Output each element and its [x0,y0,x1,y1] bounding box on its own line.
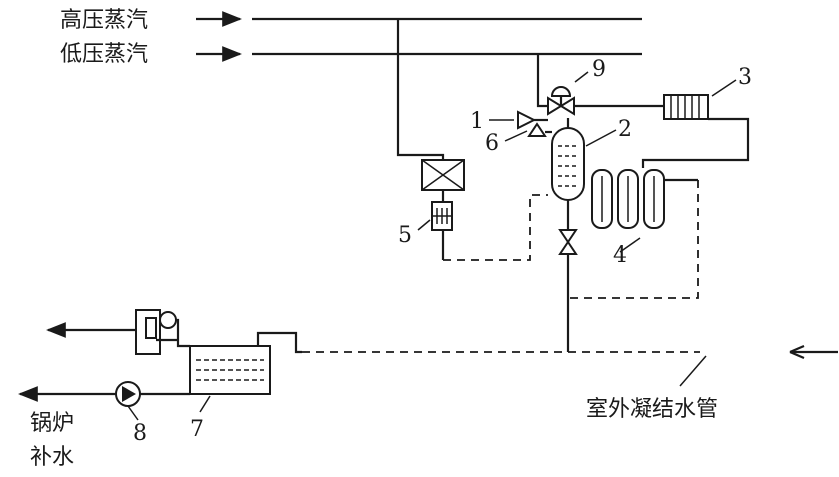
valve-1: 1 [470,109,548,134]
dashed-condensate-radiators [568,180,699,299]
outdoor-condensate-main: 室外凝结水管 [302,344,838,422]
steam-trap-5: 5 [398,201,453,260]
label-8: 8 [133,421,147,446]
heat-exchanger-3: 3 [641,65,752,168]
safety-valve-6: 6 [485,122,552,156]
label-6: 6 [485,131,499,156]
high-pressure-steam-header: 高压蒸汽 [60,8,642,33]
label-7: 7 [190,417,204,442]
boiler-makeup-label-line2: 补水 [30,445,74,470]
flash-tank-2: 2 [551,117,632,230]
hp-branch-pipe [396,19,445,160]
unit-heater [421,159,465,202]
dashed-condensate-trap5 [443,194,548,261]
label-9: 9 [592,57,606,82]
makeup-pump-unit [46,309,190,355]
label-2: 2 [618,117,632,142]
label-1: 1 [470,109,484,134]
lp-steam-label: 低压蒸汽 [60,42,148,67]
boiler-makeup-label-line1: 锅炉 [30,411,74,436]
boiler-makeup-pump-8: 8 锅炉 补水 [18,381,190,470]
pressure-reducing-valve-9: 9 [547,57,606,116]
stop-valve [558,229,578,352]
label-3: 3 [738,65,752,90]
condensate-tank-7: 7 [189,345,271,442]
outdoor-condensate-label: 室外凝结水管 [586,397,718,422]
pipe-main-to-tank [256,331,302,354]
label-4: 4 [613,243,627,268]
lp-branch-pipe [536,54,548,108]
radiators-4: 4 [591,169,698,268]
low-pressure-steam-header: 低压蒸汽 [60,42,642,67]
label-5: 5 [398,223,412,248]
hp-steam-label: 高压蒸汽 [60,8,148,33]
